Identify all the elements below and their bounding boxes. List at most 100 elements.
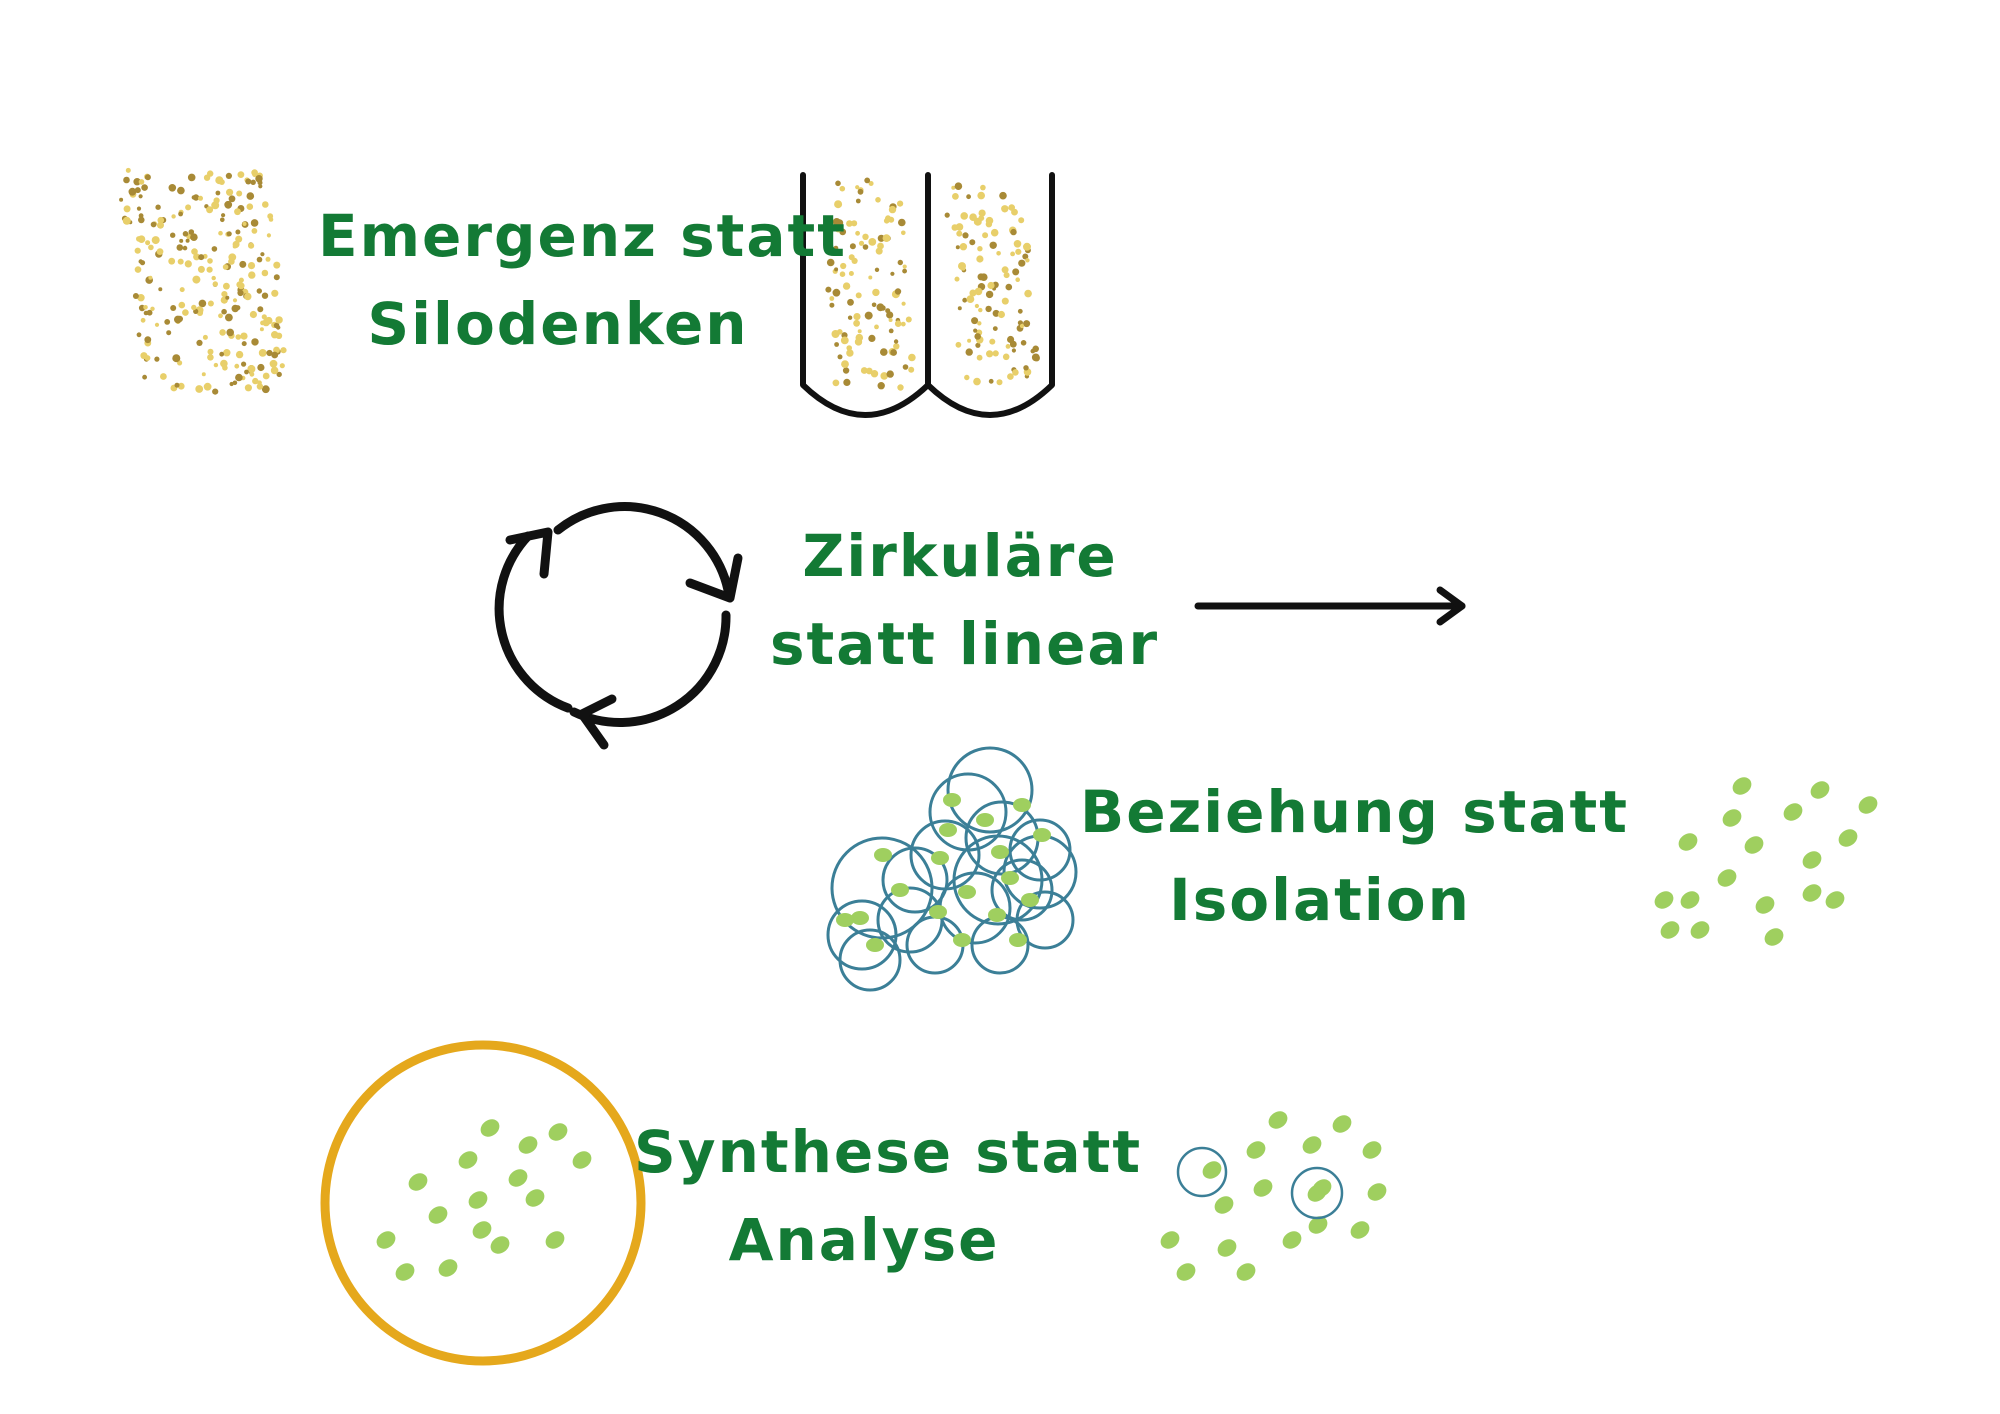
gold-dot bbox=[1013, 240, 1022, 248]
gold-dot bbox=[834, 225, 842, 233]
green-dot bbox=[1838, 829, 1858, 847]
gold-dot bbox=[842, 282, 851, 290]
gold-dot bbox=[206, 206, 214, 214]
gold-dot bbox=[853, 313, 861, 321]
green-dot bbox=[458, 1151, 478, 1169]
gold-dot bbox=[975, 342, 981, 348]
gold-dot bbox=[258, 184, 263, 189]
gold-dot bbox=[122, 216, 131, 225]
green-dot bbox=[1202, 1161, 1222, 1179]
gold-dot bbox=[136, 206, 142, 211]
gold-dot bbox=[954, 276, 960, 282]
gold-dot bbox=[257, 306, 264, 313]
gold-dot bbox=[235, 350, 244, 359]
gold-dot bbox=[156, 248, 164, 256]
gold-dot bbox=[190, 233, 198, 241]
green-dot bbox=[851, 911, 869, 925]
gold-dot bbox=[871, 302, 877, 308]
green-dot bbox=[1654, 891, 1674, 909]
gold-dot bbox=[1007, 373, 1014, 380]
dots-in-ring-icon bbox=[320, 1040, 646, 1366]
gold-dot bbox=[279, 363, 285, 369]
gold-dot bbox=[1005, 283, 1013, 291]
green-dot bbox=[939, 823, 957, 837]
gold-dot bbox=[185, 204, 192, 211]
gold-dot bbox=[256, 383, 264, 390]
gold-dot bbox=[226, 328, 234, 337]
green-dot bbox=[1764, 928, 1784, 946]
gold-dot bbox=[846, 345, 852, 351]
gold-dot bbox=[235, 229, 241, 235]
gold-dot bbox=[974, 333, 981, 340]
gold-dot bbox=[1023, 365, 1029, 371]
gold-dot bbox=[951, 185, 956, 190]
green-dot bbox=[1021, 893, 1039, 907]
gold-dot bbox=[197, 265, 205, 273]
gold-dot bbox=[142, 374, 148, 380]
green-dot bbox=[1001, 871, 1019, 885]
gold-dot bbox=[978, 215, 985, 222]
gold-dot bbox=[271, 331, 279, 339]
gold-dot bbox=[966, 194, 971, 200]
gold-dot bbox=[826, 258, 835, 267]
green-dot bbox=[525, 1189, 545, 1207]
gold-dot bbox=[992, 309, 1000, 317]
gold-dot bbox=[886, 370, 894, 378]
gold-dot bbox=[955, 223, 964, 231]
gold-dot bbox=[252, 377, 259, 385]
gold-dot bbox=[992, 350, 999, 357]
gold-dot bbox=[136, 236, 142, 242]
gold-dot bbox=[967, 338, 972, 343]
gold-dot bbox=[837, 329, 843, 335]
gold-dot bbox=[893, 343, 900, 350]
green-dot bbox=[1009, 933, 1027, 947]
gold-dot bbox=[234, 208, 241, 216]
synthesis-label: Synthese statt Analyse bbox=[634, 1108, 1140, 1284]
gold-dot bbox=[144, 174, 151, 181]
gold-dot bbox=[834, 200, 843, 209]
gold-dot bbox=[138, 216, 145, 224]
two-silo-tubes-icon bbox=[800, 172, 1055, 418]
gold-dot bbox=[985, 305, 992, 313]
green-dot bbox=[931, 851, 949, 865]
gold-dot bbox=[855, 185, 860, 190]
gold-dot bbox=[985, 216, 994, 225]
green-dot bbox=[1732, 777, 1752, 795]
gold-dot bbox=[191, 195, 196, 200]
gold-dot bbox=[880, 372, 888, 380]
gold-dot bbox=[973, 328, 978, 333]
gold-dot bbox=[834, 267, 839, 272]
green-dot bbox=[1717, 869, 1737, 887]
gold-dot bbox=[158, 287, 163, 292]
green-dot bbox=[468, 1191, 488, 1209]
gold-dot bbox=[255, 175, 263, 183]
gold-dot bbox=[857, 188, 864, 195]
gold-dot bbox=[240, 332, 246, 338]
gold-dot bbox=[246, 192, 255, 200]
gold-dot bbox=[961, 266, 966, 271]
gold-dot bbox=[170, 305, 177, 311]
green-dot bbox=[1367, 1183, 1387, 1201]
gold-dot bbox=[846, 349, 854, 357]
gold-dot bbox=[237, 289, 244, 297]
gold-dot bbox=[271, 289, 279, 297]
gold-dot bbox=[266, 349, 273, 357]
gold-dot bbox=[840, 262, 847, 270]
gold-dot bbox=[857, 329, 862, 334]
gold-dot bbox=[855, 230, 860, 236]
gold-dot bbox=[223, 282, 230, 290]
gold-dot bbox=[207, 354, 214, 361]
gold-dot bbox=[182, 231, 189, 237]
gold-dot bbox=[246, 203, 254, 210]
gold-dot bbox=[241, 361, 247, 367]
gold-dot bbox=[269, 359, 278, 368]
gold-dot bbox=[839, 271, 846, 278]
gold-dot bbox=[875, 197, 881, 203]
gold-dot bbox=[196, 339, 203, 346]
gold-dot bbox=[840, 336, 849, 345]
gold-dot bbox=[841, 360, 849, 368]
gold-dot bbox=[832, 379, 840, 387]
relation-line2: Isolation bbox=[1169, 866, 1471, 934]
green-dot bbox=[988, 908, 1006, 922]
